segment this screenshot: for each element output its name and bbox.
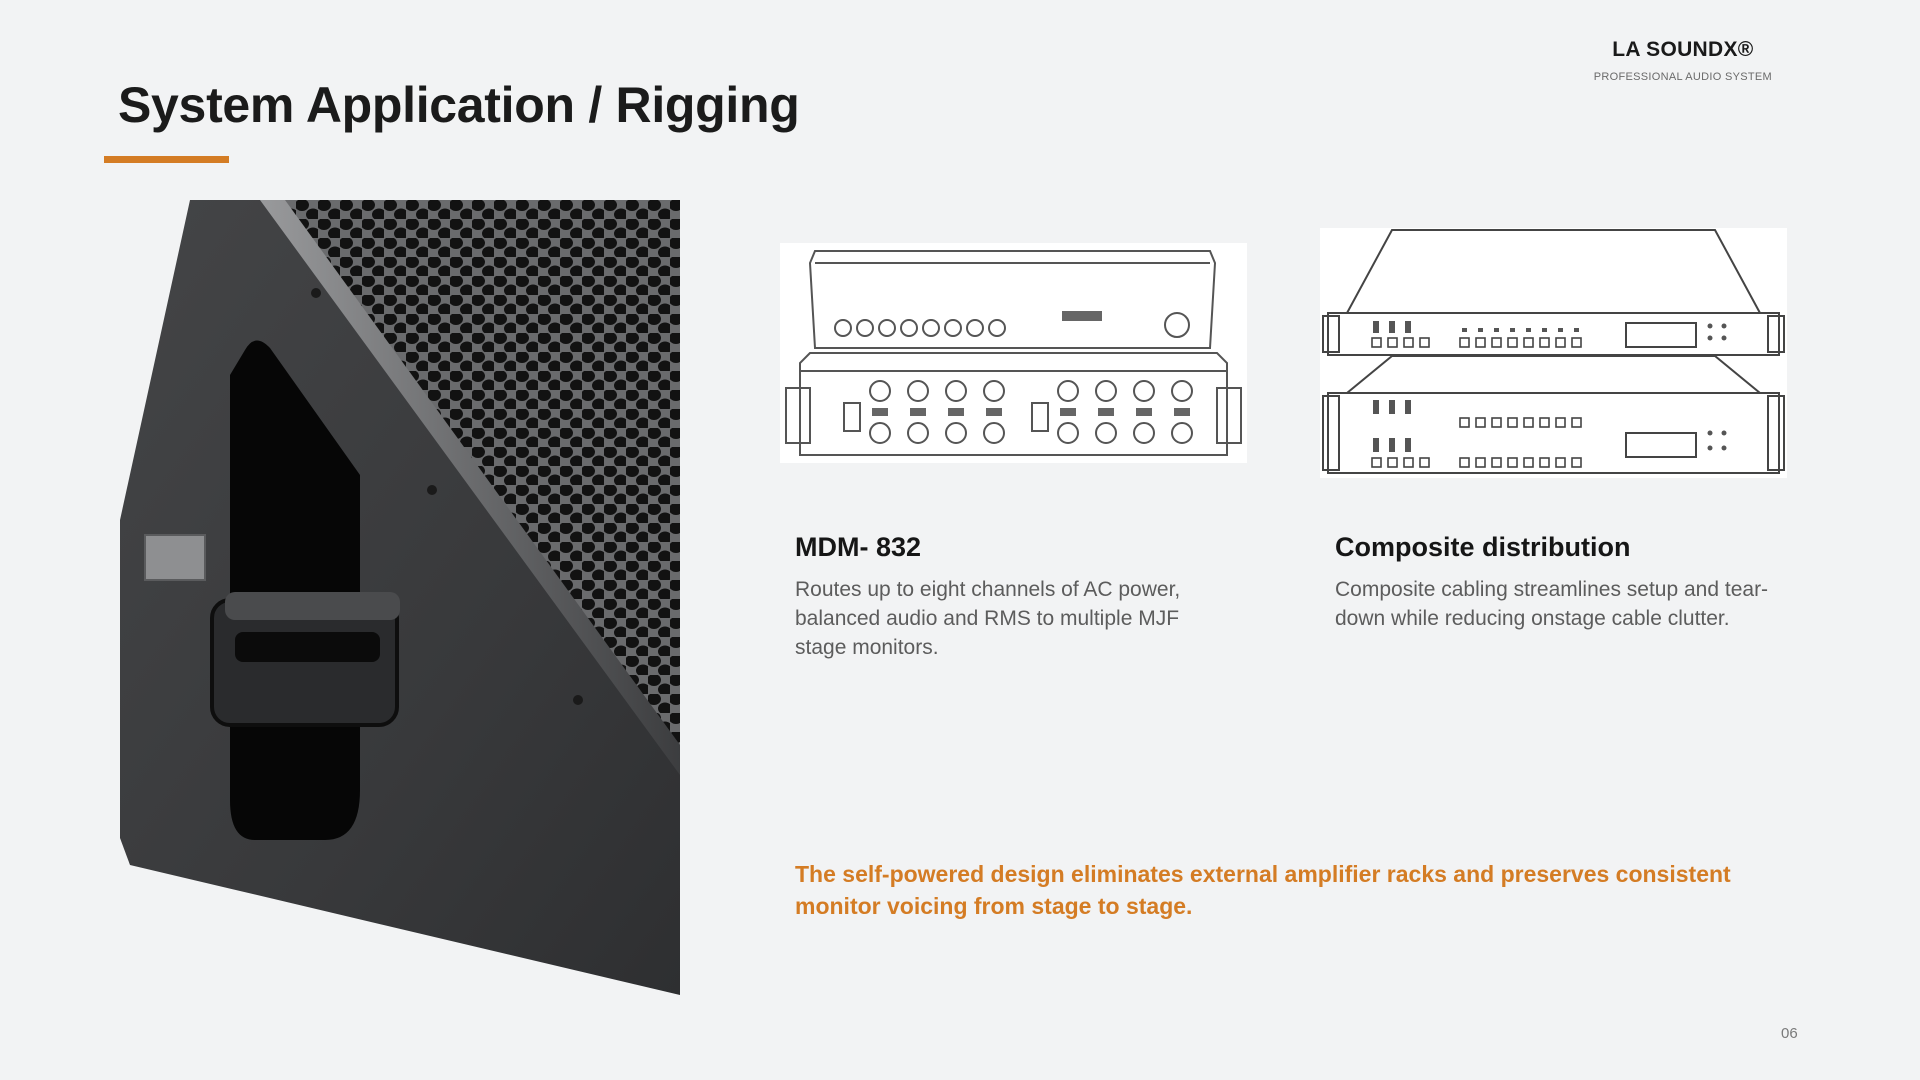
product-title-mdm832: MDM‑ 832 (795, 532, 922, 562)
page-number: 06 (1781, 1025, 1798, 1042)
highlight-statement: The self-powered design eliminates exter… (795, 861, 1731, 919)
rack-unit-drawing (780, 243, 1247, 463)
rack-unit-pair-drawing (1320, 228, 1787, 478)
brand-logo: LA SOUNDX® PROFESSIONAL AUDIO SYSTEM (1594, 38, 1772, 83)
brand-tagline: PROFESSIONAL AUDIO SYSTEM (1593, 71, 1772, 83)
stage-monitor-photo (120, 200, 680, 995)
product-title-composite: Composite distribution (1335, 532, 1631, 562)
product-description-composite: Composite cabling streamlines setup and … (1335, 578, 1769, 630)
product-description-mdm832: Routes up to eight channels of AC power,… (795, 578, 1181, 659)
brand-name: LA SOUNDX® (1612, 38, 1754, 61)
title-underline (104, 156, 229, 163)
page-title: System Application / Rigging (118, 77, 800, 133)
